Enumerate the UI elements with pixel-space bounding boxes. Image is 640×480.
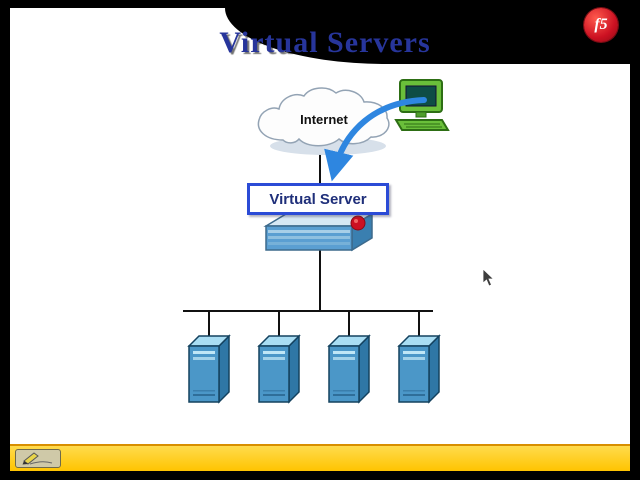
virtual-server-label: Virtual Server (269, 190, 367, 208)
slide-title: Virtual Servers (219, 26, 431, 59)
server-tower-icon (327, 334, 371, 404)
connection-arrow-icon (324, 97, 427, 182)
network-bus-line (183, 310, 433, 312)
connector-line (319, 248, 321, 310)
f5-logo-text: f5 (594, 16, 608, 33)
drop-line (418, 310, 420, 336)
connector-line (319, 149, 321, 183)
drop-line (348, 310, 350, 336)
bottom-bar (10, 444, 630, 471)
annotation-tool-button[interactable] (15, 449, 61, 468)
bigip-appliance-icon (263, 212, 375, 252)
f5-ball-icon (350, 215, 366, 231)
mouse-cursor-icon (482, 268, 495, 287)
virtual-server-box: Virtual Server (247, 183, 389, 215)
server-tower-icon (397, 334, 441, 404)
drop-line (278, 310, 280, 336)
pencil-icon (22, 452, 53, 465)
internet-label: Internet (300, 112, 348, 127)
server-row (187, 334, 441, 404)
f5-logo: f5 (584, 8, 618, 42)
server-tower-icon (187, 334, 231, 404)
server-tower-icon (257, 334, 301, 404)
slide: Virtual Servers Internet (10, 8, 630, 444)
drop-line (208, 310, 210, 336)
